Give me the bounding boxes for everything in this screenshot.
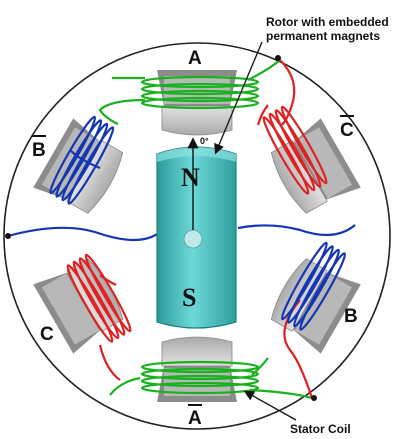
stator-frame [3,42,391,430]
rotor-shaft [183,229,203,249]
coil-b [280,241,347,331]
stator-coil-annotation: Stator Coil [290,422,351,436]
pole-label-c-bar-group: C [340,115,354,141]
pole-label-c-bar: C [340,120,354,141]
pole-label-a: A [188,48,202,69]
zero-degree-label: 0° [200,136,209,146]
coil-b-bar [49,115,115,205]
rotor [156,137,237,329]
coil-a [140,75,260,110]
rotor-south-label: S [182,283,196,312]
rotor-north-label: N [181,163,200,192]
pole-label-b-bar-group: B [32,135,46,161]
rotor-annotation-line2: permanent magnets [266,29,380,43]
coil-a-bar [140,360,260,395]
rotor-annotation-line1: Rotor with embedded [266,15,389,29]
rotor-callout-line [214,41,263,155]
stator-coil-callout-line [243,390,297,421]
wire-terminals [5,55,317,401]
pole-label-a-bar-group: A [188,404,202,429]
stator-tooth-a [157,70,237,136]
pole-label-b: B [344,306,358,327]
pole-label-b-bar: B [32,140,46,161]
coil-c-bar [262,105,328,195]
pole-label-c: C [40,324,54,345]
phase-a-wires [98,59,313,400]
coil-c [66,253,132,343]
pole-label-a-bar: A [188,408,202,429]
